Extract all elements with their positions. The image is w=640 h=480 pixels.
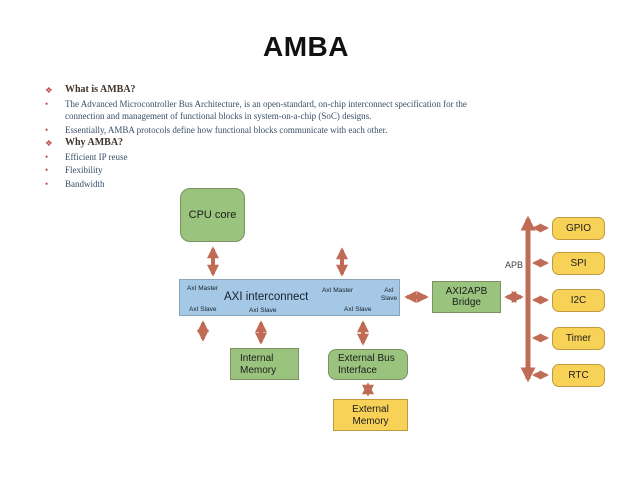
slide-title: AMBA bbox=[263, 31, 349, 62]
diamond-bullet-icon: ❖ bbox=[45, 85, 53, 95]
cpu-core-label: CPU core bbox=[188, 209, 237, 221]
peripheral-rtc-block: RTC bbox=[552, 364, 605, 387]
apb-bus-label: APB bbox=[505, 260, 524, 270]
peripheral-i2c-block: I2C bbox=[552, 289, 605, 312]
bullet-list: ❖ What is AMBA? • The Advanced Microcont… bbox=[45, 84, 515, 191]
timer-label: Timer bbox=[565, 333, 592, 344]
bullet-text: Why AMBA? bbox=[65, 137, 124, 149]
bullet-text: Efficient IP reuse bbox=[65, 151, 128, 162]
external-memory-block: External Memory bbox=[333, 399, 408, 431]
diamond-bullet-icon: ❖ bbox=[45, 138, 53, 149]
port-axi-slave-bottom-center: AxI Slave bbox=[249, 307, 277, 314]
bullet-item: ❖ What is AMBA? bbox=[45, 84, 515, 97]
bullet-text: Bandwidth bbox=[65, 178, 105, 189]
dot-bullet-icon: • bbox=[45, 178, 49, 189]
internal-memory-label: Internal Memory bbox=[240, 353, 277, 376]
bullet-text: Essentially, AMBA protocols define how f… bbox=[65, 124, 388, 135]
peripheral-gpio-block: GPIO bbox=[552, 217, 605, 240]
bullet-item: • Bandwidth bbox=[45, 178, 515, 191]
rtc-label: RTC bbox=[568, 370, 589, 381]
bullet-item: • Flexibility bbox=[45, 164, 515, 177]
axi2apb-bridge-label: AXI2APB Bridge bbox=[445, 286, 488, 308]
peripheral-timer-block: Timer bbox=[552, 327, 605, 350]
dot-bullet-icon: • bbox=[45, 98, 49, 109]
i2c-label: I2C bbox=[570, 295, 587, 306]
bullet-item: • Efficient IP reuse bbox=[45, 151, 515, 164]
bullet-item: • Essentially, AMBA protocols define how… bbox=[45, 124, 515, 137]
axi2apb-bridge-block: AXI2APB Bridge bbox=[432, 281, 501, 313]
port-axi-slave-bottom-left: AxI Slave bbox=[189, 306, 217, 313]
spi-label: SPI bbox=[570, 258, 587, 269]
bullet-item: ❖ Why AMBA? bbox=[45, 137, 515, 150]
axi-interconnect-block: AXI interconnect AxI Master AxI Master A… bbox=[179, 279, 400, 316]
dot-bullet-icon: • bbox=[45, 124, 49, 135]
gpio-label: GPIO bbox=[565, 223, 591, 234]
axi-interconnect-label: AXI interconnect bbox=[224, 291, 309, 303]
bullet-text: What is AMBA? bbox=[65, 84, 136, 95]
external-bus-interface-label: External Bus Interface bbox=[338, 353, 395, 376]
dot-bullet-icon: • bbox=[45, 151, 49, 162]
bullet-text: The Advanced Microcontroller Bus Archite… bbox=[65, 98, 467, 122]
internal-memory-block: Internal Memory bbox=[230, 348, 299, 380]
cpu-core-block: CPU core bbox=[180, 188, 245, 242]
port-axi-master-right: AxI Master bbox=[322, 287, 354, 294]
external-bus-interface-block: External Bus Interface bbox=[328, 349, 408, 380]
bullet-text: Flexibility bbox=[65, 165, 103, 176]
port-axi-slave-right: AxI Slave bbox=[380, 287, 398, 302]
dot-bullet-icon: • bbox=[45, 165, 49, 176]
port-axi-master-left: AxI Master bbox=[187, 285, 219, 292]
peripheral-spi-block: SPI bbox=[552, 252, 605, 275]
external-memory-label: External Memory bbox=[352, 404, 389, 427]
port-axi-slave-bottom-right: AxI Slave bbox=[344, 306, 372, 313]
bullet-item: • The Advanced Microcontroller Bus Archi… bbox=[45, 98, 515, 124]
